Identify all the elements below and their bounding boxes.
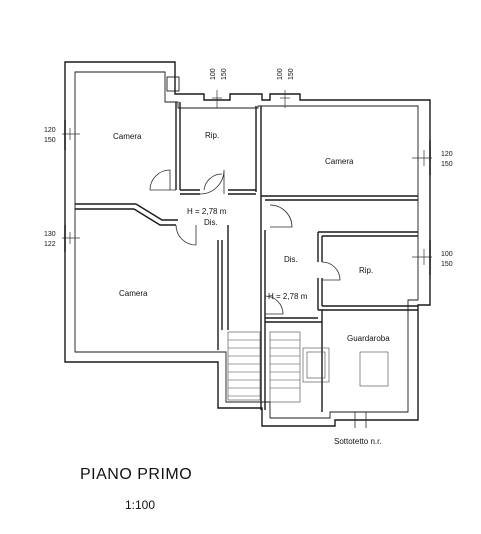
room-label-sottotetto: Sottotetto n.r. [334, 437, 382, 446]
window-dim-left-upper-b: 150 [44, 137, 56, 144]
room-label-rip-top: Rip. [205, 131, 219, 140]
window-dim-right-lower-b: 150 [441, 261, 453, 268]
doors [149, 169, 367, 428]
chimney [166, 76, 180, 92]
floor-title: PIANO PRIMO [80, 466, 193, 483]
window-dimension-labels: 100 150 100 150 120 150 130 122 120 150 … [44, 68, 453, 268]
window-dim-left-upper-a: 120 [44, 127, 56, 134]
room-label-camera-nw: Camera [113, 132, 142, 141]
room-label-rip-right: Rip. [359, 266, 373, 275]
scale-label: 1:100 [125, 498, 156, 512]
height-label-center: H = 2,78 m [187, 207, 227, 216]
interior-walls [75, 102, 418, 412]
exterior-walls [64, 61, 431, 427]
window-dim-right-lower-a: 100 [441, 251, 453, 258]
staircase [227, 331, 389, 403]
window-dim-top-left-a: 100 [210, 68, 217, 80]
room-label-camera-ne: Camera [325, 157, 354, 166]
room-label-dis-right: Dis. [284, 255, 298, 264]
room-label-guardaroba: Guardaroba [347, 334, 390, 343]
window-markers [62, 90, 432, 275]
window-dim-left-lower-b: 122 [44, 241, 56, 248]
room-label-camera-sw: Camera [119, 289, 148, 298]
window-dim-top-left-b: 150 [221, 68, 228, 80]
room-label-dis-center: Dis. [204, 218, 218, 227]
window-dim-right-upper-a: 120 [441, 151, 453, 158]
window-dim-right-upper-b: 150 [441, 161, 453, 168]
window-dim-top-right-a: 100 [277, 68, 284, 80]
window-dim-left-lower-a: 130 [44, 231, 56, 238]
height-label-right: H = 2,78 m [268, 292, 308, 301]
window-dim-top-right-b: 150 [288, 68, 295, 80]
